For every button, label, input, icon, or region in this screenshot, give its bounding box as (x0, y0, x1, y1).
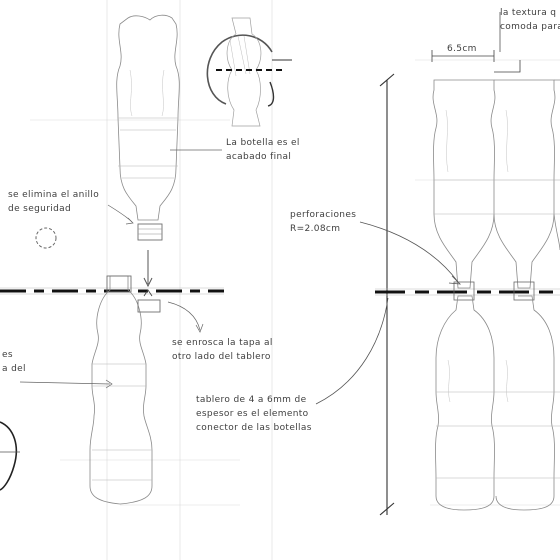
label-bottle-finish-line-1: La botella es el (226, 138, 300, 148)
label-board-line-3: conector de las botellas (196, 423, 312, 433)
bottle-row-lower (435, 295, 560, 511)
leader-lines-right (315, 12, 501, 405)
label-perforations-line-2: R=2.08cm (290, 224, 341, 234)
board-left (0, 287, 224, 295)
label-ring-removed-line-1: se elimina el anillo (8, 190, 100, 200)
height-dimension (379, 73, 395, 516)
board-right (375, 281, 560, 301)
label-bottle-finish: La botella es el acabado final (226, 136, 300, 164)
partial-circle-left (0, 421, 18, 491)
bottle-upper (116, 14, 180, 241)
label-width-dim-text: 6.5cm (447, 44, 477, 54)
label-texture: la textura q comoda para (500, 6, 560, 34)
label-board-line-2: espesor es el elemento (196, 409, 309, 419)
label-ring-removed-line-2: de seguridad (8, 204, 72, 214)
label-screw-cap-line-1: se enrosca la tapa al (172, 338, 273, 348)
label-left-cut-line-2: a del (2, 364, 26, 374)
label-bottle-finish-line-2: acabado final (226, 152, 292, 162)
bottle-lower-left (89, 275, 161, 505)
safety-ring-sketch (35, 227, 57, 249)
arrow-cap-down (143, 250, 153, 288)
width-dimension (431, 50, 521, 73)
label-board: tablero de 4 a 6mm de espesor es el elem… (196, 393, 312, 435)
label-perforations: perforaciones R=2.08cm (290, 208, 356, 236)
rotate-cap-icon (206, 17, 292, 127)
label-perforations-line-1: perforaciones (290, 210, 357, 220)
label-width-dim: 6.5cm (447, 42, 477, 56)
label-board-line-1: tablero de 4 a 6mm de (196, 395, 307, 405)
label-screw-cap: se enrosca la tapa al otro lado del tabl… (172, 336, 273, 364)
label-left-cut: es a del (2, 348, 26, 376)
leader-left-label (19, 381, 111, 385)
label-texture-line-1: la textura q (500, 8, 557, 18)
label-ring-removed: se elimina el anillo de seguridad (8, 188, 99, 216)
construction-lines (30, 0, 560, 560)
leader-lines (107, 149, 222, 333)
label-left-cut-line-1: es (2, 350, 13, 360)
label-texture-line-2: comoda para (500, 22, 560, 32)
bottle-row-upper (432, 79, 560, 289)
label-screw-cap-line-2: otro lado del tablero (172, 352, 271, 362)
